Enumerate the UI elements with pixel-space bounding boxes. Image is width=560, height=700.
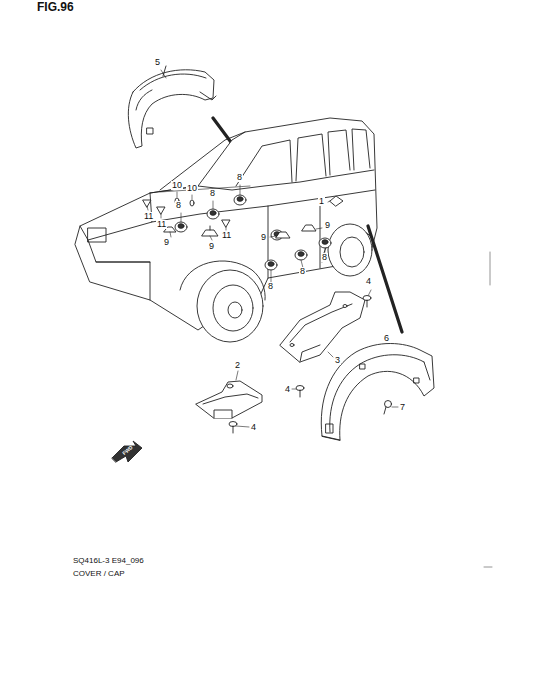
callout-number: 8: [267, 282, 274, 291]
forward-arrow: [112, 441, 142, 462]
callout-number: 6: [383, 334, 390, 343]
callout-number: 8: [299, 267, 306, 276]
callout-number: 4: [250, 423, 257, 432]
callout-number: 9: [324, 221, 331, 230]
callout-number: 9: [163, 238, 170, 247]
drawing-code: SQ416L-3 E94_096: [72, 557, 145, 565]
callout-number: 10: [186, 184, 198, 193]
callout-number: 8: [175, 201, 182, 210]
callout-number: 9: [260, 233, 267, 242]
callout-number: 11: [221, 231, 232, 240]
under-cover-3: [280, 292, 365, 362]
callout-number: 10: [171, 181, 183, 190]
callout-number: 11: [143, 212, 154, 221]
callout-number: 2: [234, 361, 241, 370]
front-fender-liner: [128, 66, 216, 148]
callout-number: 4: [365, 277, 372, 286]
rear-fender-liner: [321, 344, 434, 441]
section-title: COVER / CAP: [72, 570, 126, 578]
callout-number: 8: [236, 173, 243, 182]
callout-number: 8: [209, 189, 216, 198]
grommets-caps: [143, 195, 343, 270]
under-cover-2: [196, 381, 262, 418]
callout-number: 3: [334, 356, 341, 365]
callout-number: 4: [284, 385, 291, 394]
callout-number: 11: [156, 220, 167, 229]
callout-number: 8: [321, 253, 328, 262]
callout-number: 1: [318, 197, 325, 206]
callout-number: 7: [399, 403, 406, 412]
callout-number: 5: [154, 58, 161, 67]
callout-number: 9: [208, 242, 215, 251]
figure-number: FIG.96: [36, 1, 75, 13]
